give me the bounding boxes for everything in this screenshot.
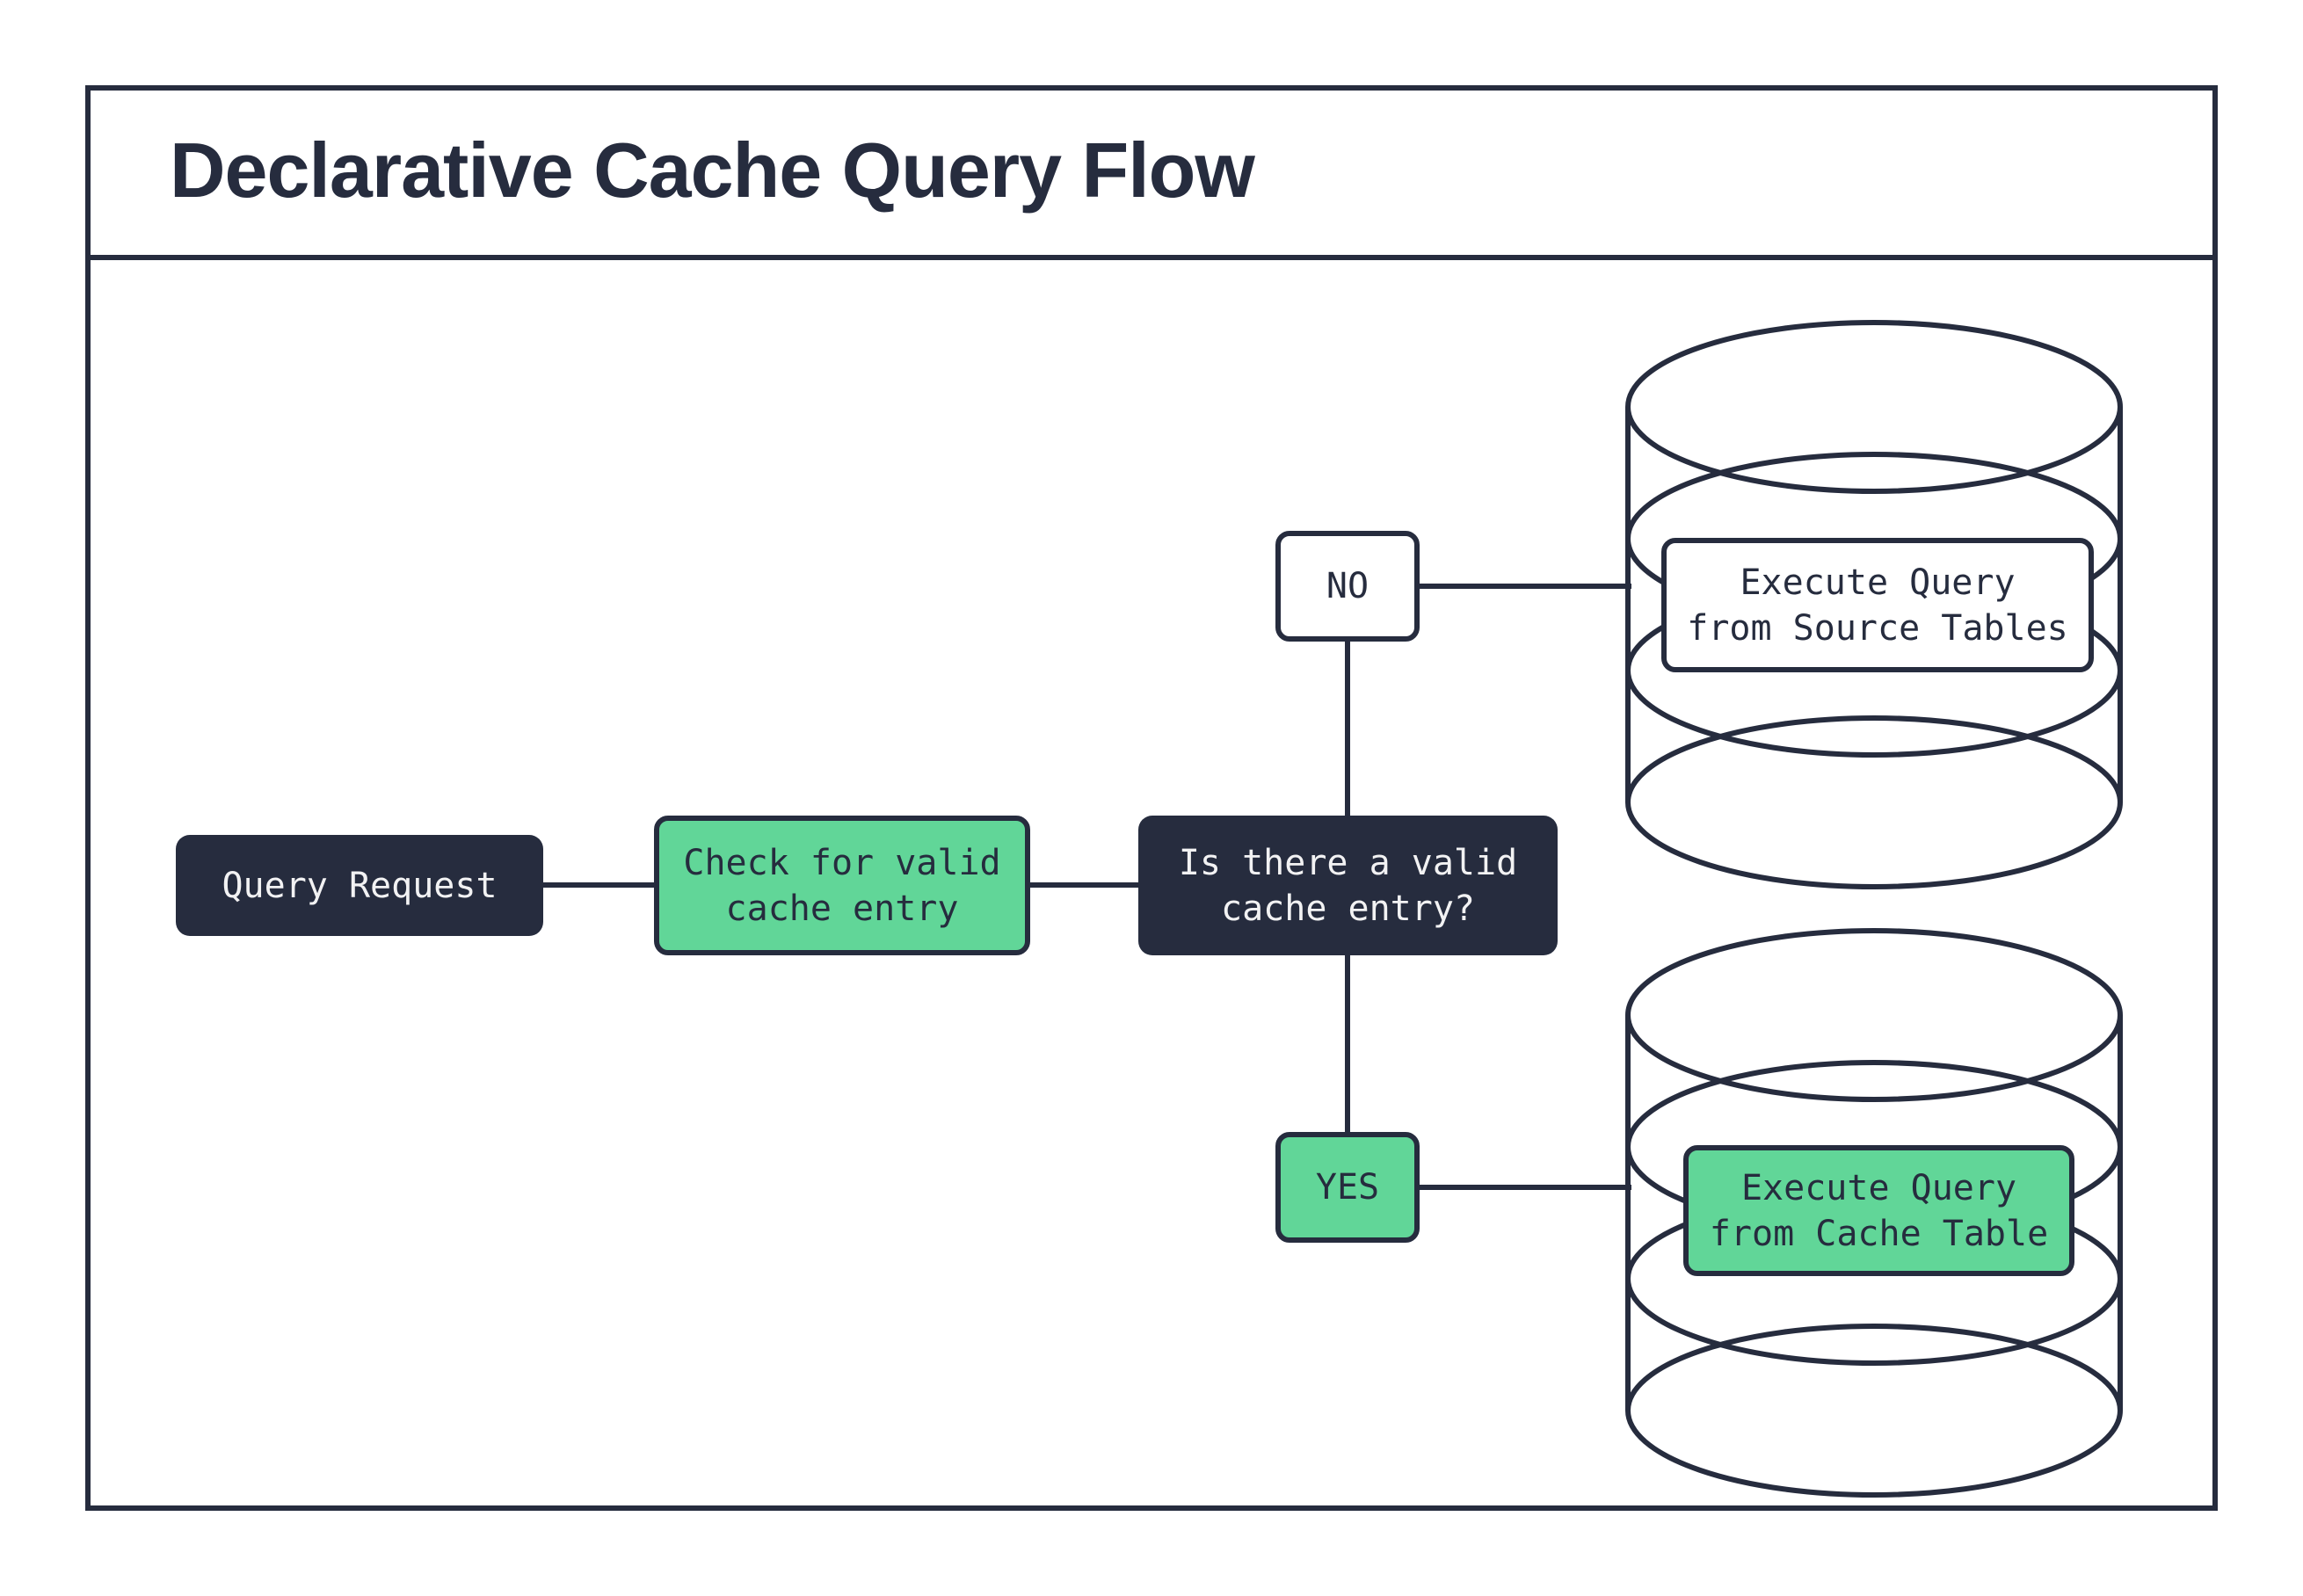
- execute-cache-node: Execute Query from Cache Table: [1683, 1145, 2074, 1276]
- check-cache-label: Check for valid cache entry: [683, 842, 1001, 929]
- execute-source-node: Execute Query from Source Tables: [1661, 538, 2094, 672]
- diagram-frame: [85, 85, 2218, 1511]
- no-branch-node: NO: [1275, 531, 1420, 642]
- cache-valid-decision-node: Is there a valid cache entry?: [1138, 816, 1558, 955]
- cache-valid-decision-label: Is there a valid cache entry?: [1178, 842, 1518, 929]
- title-band: Declarative Cache Query Flow: [85, 85, 2218, 260]
- check-cache-node: Check for valid cache entry: [654, 816, 1030, 955]
- query-request-label: Query Request: [222, 865, 498, 906]
- query-request-node: Query Request: [176, 835, 543, 936]
- execute-source-label: Execute Query from Source Tables: [1687, 562, 2068, 649]
- execute-cache-label: Execute Query from Cache Table: [1709, 1167, 2049, 1254]
- yes-branch-label: YES: [1315, 1167, 1380, 1208]
- yes-branch-node: YES: [1275, 1132, 1420, 1243]
- page-title: Declarative Cache Query Flow: [170, 126, 1255, 214]
- no-branch-label: NO: [1326, 566, 1369, 606]
